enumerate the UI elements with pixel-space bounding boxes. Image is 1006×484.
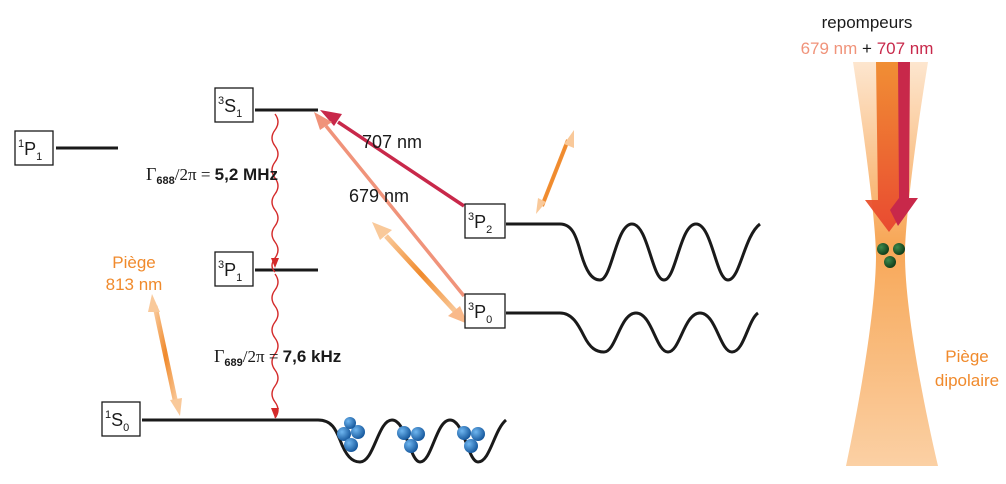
decay-3P1-to-1S0: [271, 273, 279, 419]
decay-3S1-head: [271, 258, 279, 268]
label-679nm: 679 nm: [349, 186, 409, 206]
state-3P1: 3P1: [214, 251, 254, 287]
arrow-679-head: [314, 112, 332, 130]
lattice-beam-arrow-3P2: [540, 139, 570, 207]
svg-text:1P1: 1P1: [18, 138, 42, 163]
trapped-atom: [877, 243, 889, 255]
repumper-679-label: 679 nm: [801, 39, 858, 58]
repumpers-wavelengths: 679 nm + 707 nm: [801, 39, 934, 58]
state-3P0: 3P0: [464, 293, 506, 329]
svg-text:3P0: 3P0: [468, 301, 492, 326]
decay-3S1-to-3P1: [271, 113, 279, 273]
dipole-trap-label-1: Piège: [945, 347, 988, 366]
lattice-beam-arrow-3P2-head-2: [536, 198, 546, 214]
lattice-atoms: [337, 417, 485, 453]
trap-813-arrow: [152, 305, 179, 405]
state-1P1: 1P1: [14, 130, 54, 166]
svg-text:3P2: 3P2: [468, 211, 492, 236]
arrow-707-shaft: [337, 120, 465, 208]
trap-813-arrow-head-2: [170, 398, 182, 416]
trapped-atom: [893, 243, 905, 255]
trap-label-2: 813 nm: [106, 275, 163, 294]
state-1S0: 1S0: [101, 401, 141, 437]
lattice-beam-arrow-3P0-head-2: [448, 306, 468, 324]
linewidth-689: Γ689/2π = 7,6 kHz: [214, 346, 341, 369]
repumper-707-arrow: [890, 62, 918, 226]
label-707nm: 707 nm: [362, 132, 422, 152]
trap-label-1: Piège: [112, 253, 155, 272]
lattice-3P0: [559, 311, 760, 354]
linewidth-688: Γ688/2π = 5,2 MHz: [146, 164, 278, 187]
repumper-707-label: 707 nm: [877, 39, 934, 58]
trapped-atom: [884, 256, 896, 268]
repumpers-title: repompeurs: [822, 13, 913, 32]
decay-3P1-head: [271, 408, 279, 418]
svg-text:3P1: 3P1: [218, 259, 242, 284]
state-3S1: 3S1: [214, 87, 254, 123]
state-3P2: 3P2: [464, 203, 506, 239]
svg-text:1S0: 1S0: [105, 409, 129, 434]
lattice-beam-arrow-3P0: [384, 234, 458, 314]
dipole-trap-label-2: dipolaire: [935, 371, 999, 390]
lattice-beam-arrow-3P2-head-1: [564, 130, 574, 148]
lattice-3P2: [559, 222, 762, 282]
svg-text:3S1: 3S1: [218, 95, 242, 120]
trap-813-arrow-head-1: [148, 294, 160, 312]
arrow-707-head: [320, 110, 342, 126]
lattice-beam-arrow-3P0-head-1: [372, 222, 392, 240]
arrow-679-shaft: [324, 124, 466, 298]
